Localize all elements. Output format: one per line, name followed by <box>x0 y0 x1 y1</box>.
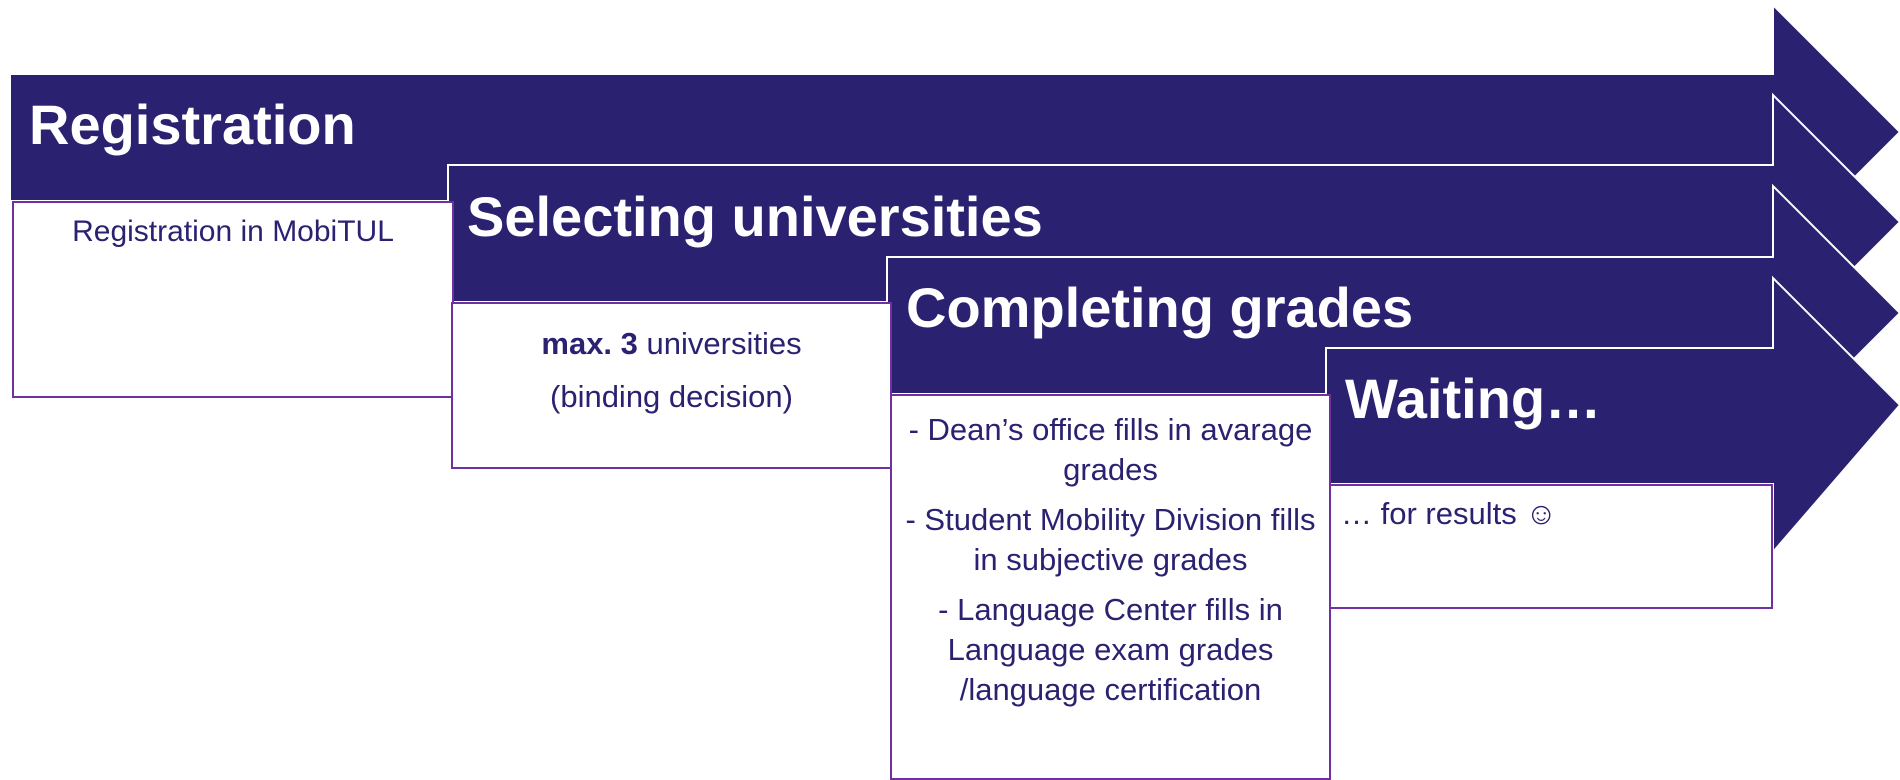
step-title-selecting: Selecting universities <box>467 185 1043 248</box>
step-title-completing: Completing grades <box>906 276 1414 339</box>
step-text-note: (binding decision) <box>550 379 793 414</box>
step-box-registration: Registration in MobiTUL <box>12 201 454 398</box>
emphasis-text: max. 3 <box>541 326 638 361</box>
step-text-mobility-division: - Student Mobility Division fills in sub… <box>905 502 1316 577</box>
step-text: … for results ☺ <box>1341 496 1557 531</box>
step-box-waiting: … for results ☺ <box>1329 484 1773 609</box>
step-text: Registration in MobiTUL <box>72 215 394 248</box>
step-text-rest: universities <box>637 326 802 361</box>
step-box-completing: - Dean’s office fills in avarage grades … <box>890 394 1331 780</box>
step-text-language-center: - Language Center fills in Language exam… <box>938 592 1283 707</box>
step-title-waiting: Waiting… <box>1345 367 1602 430</box>
step-text: max. 3 universities <box>453 317 890 370</box>
step-text-deans-office: - Dean’s office fills in avarage grades <box>908 412 1313 487</box>
step-box-selecting: max. 3 universities (binding decision) <box>451 302 892 469</box>
step-title-registration: Registration <box>29 93 356 156</box>
